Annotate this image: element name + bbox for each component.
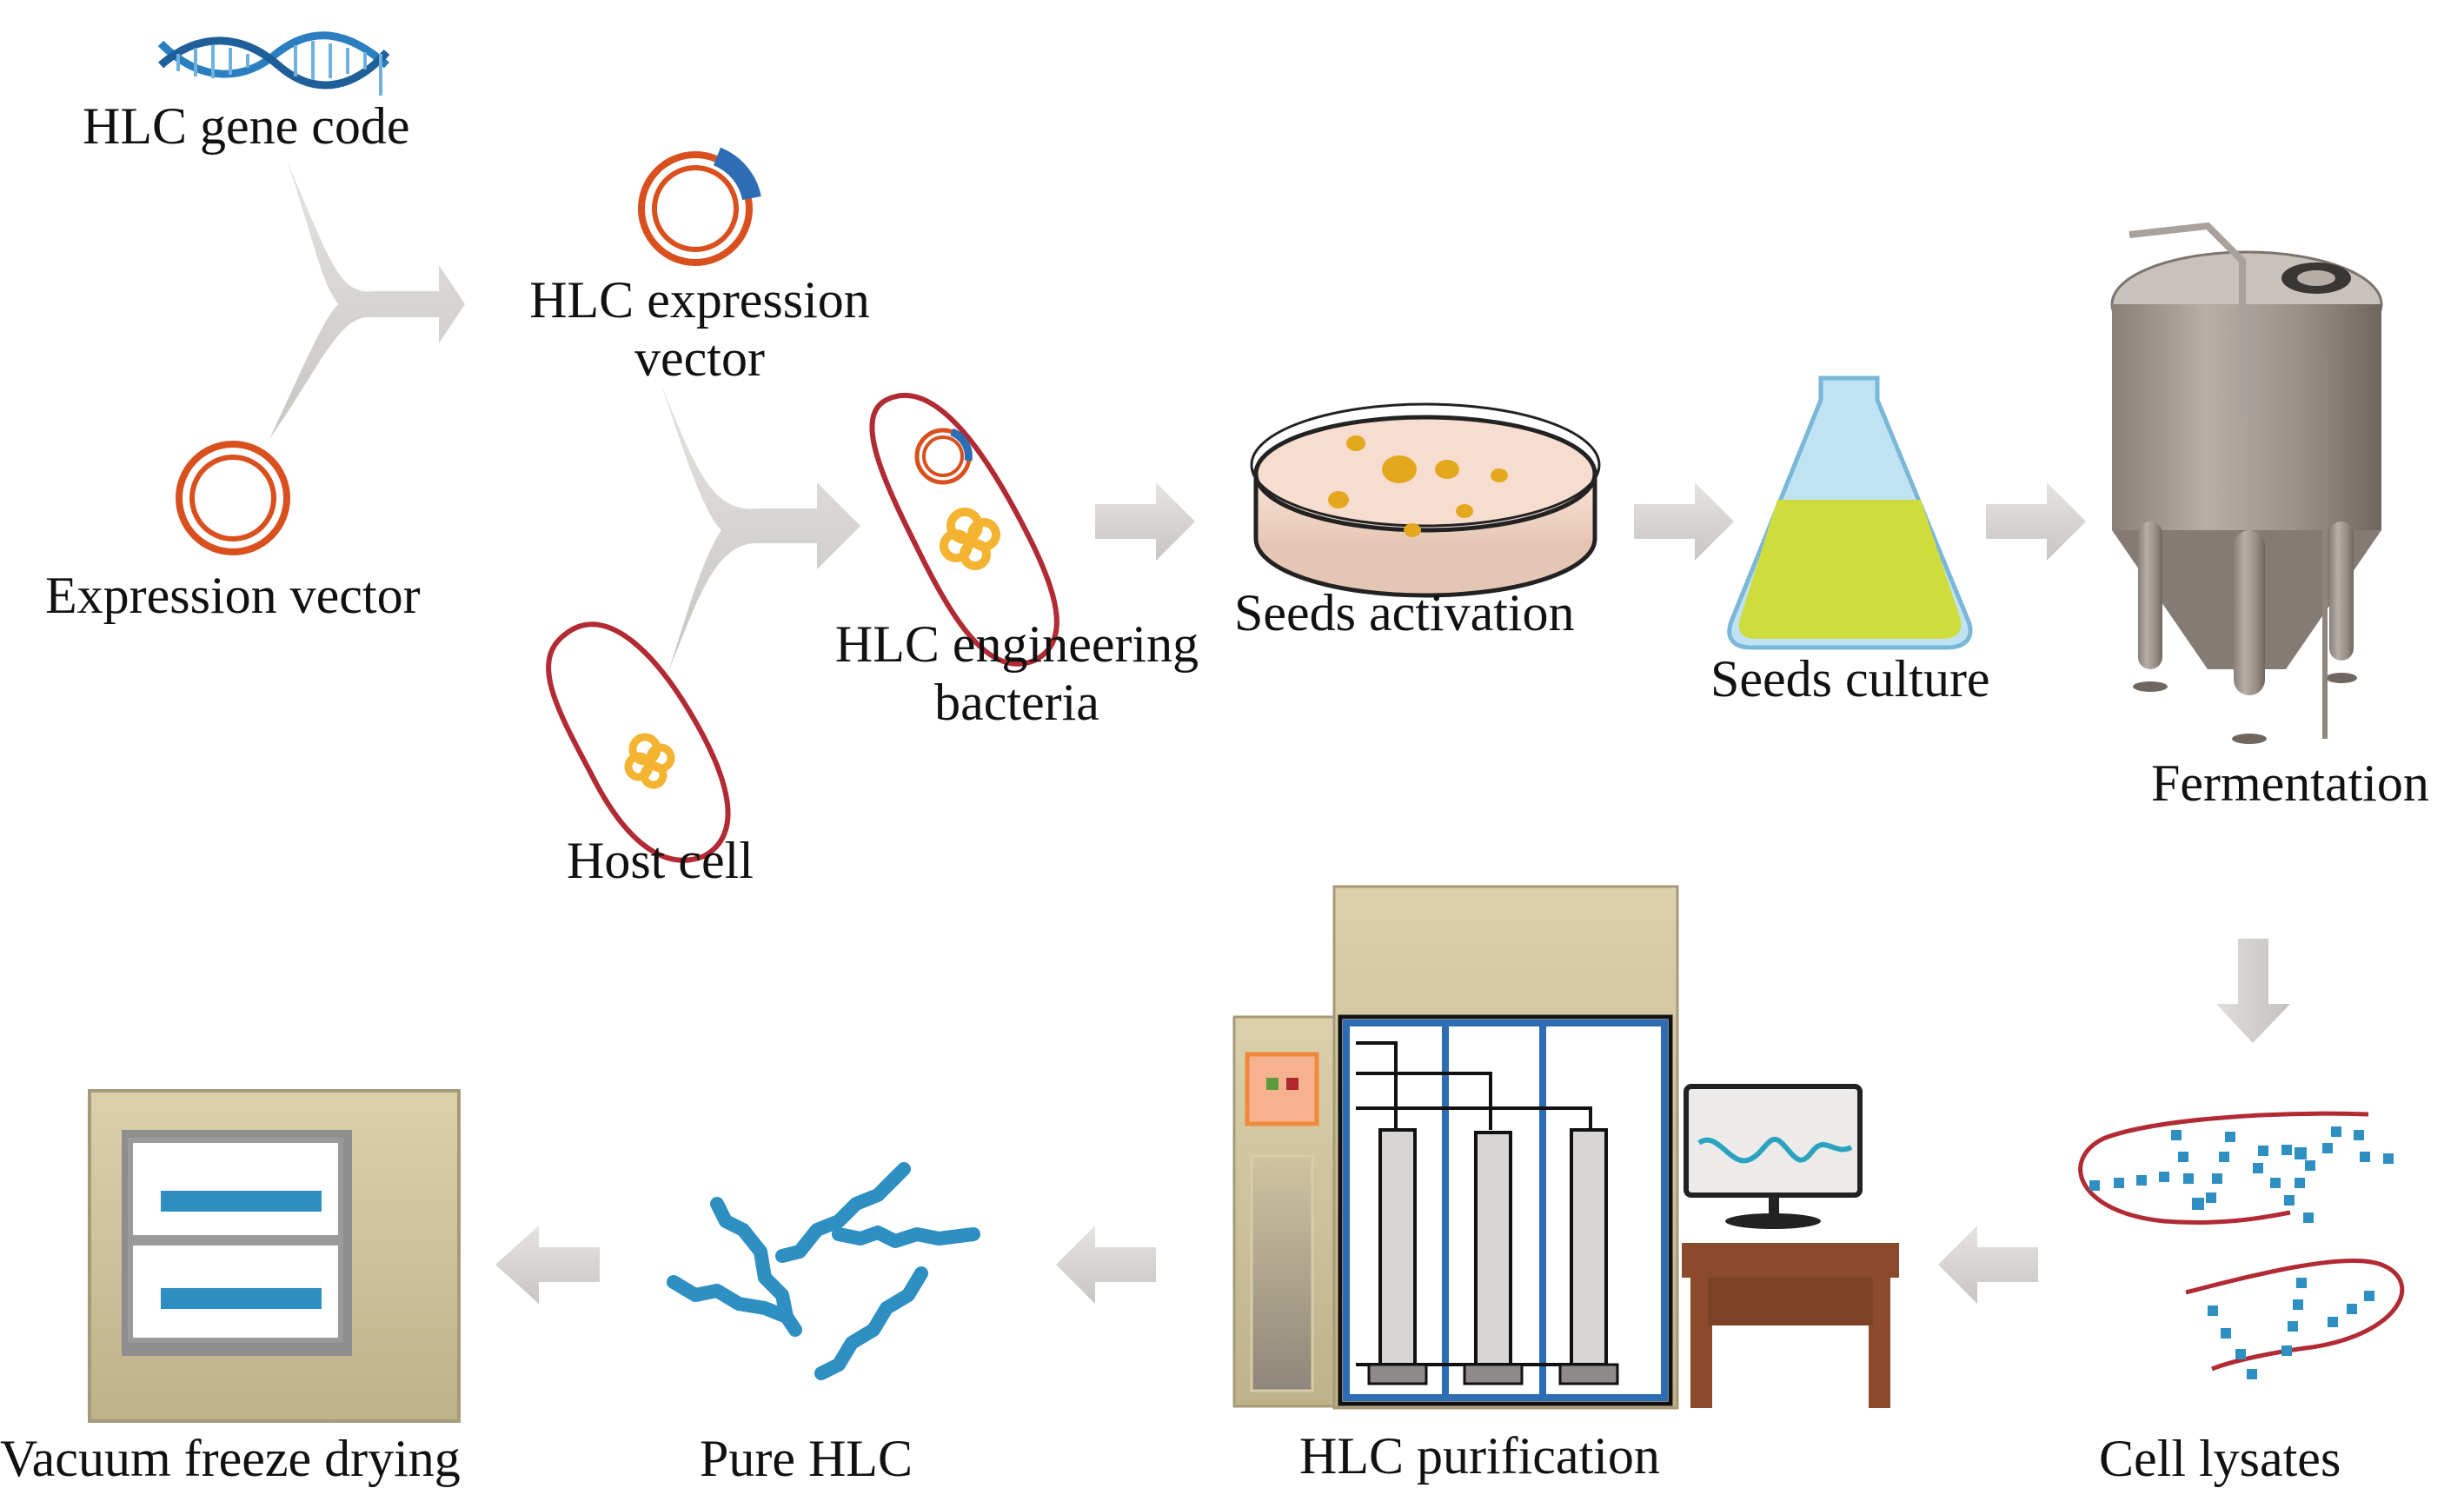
label-hlc-gene-code: HLC gene code bbox=[83, 97, 410, 155]
bacterium-icon bbox=[546, 621, 731, 863]
arrow-right-1 bbox=[1095, 482, 1195, 561]
label-hlc-purification: HLC purification bbox=[1299, 1427, 1660, 1485]
recombinant-plasmid-icon bbox=[638, 147, 761, 266]
collagen-fibers-icon bbox=[667, 1162, 980, 1380]
label-seeds-culture: Seeds culture bbox=[1710, 650, 1990, 707]
monitor-icon bbox=[1684, 1084, 1863, 1229]
label-hlc-expression-vector: HLC expression vector bbox=[504, 271, 895, 388]
control-panel bbox=[1245, 1052, 1319, 1126]
label-hlc-engineering-bacteria: HLC engineering bacteria bbox=[808, 615, 1225, 732]
erlenmeyer-flask-icon bbox=[1727, 375, 1973, 650]
label-line: HLC expression bbox=[529, 271, 870, 329]
plasmid-icon bbox=[176, 441, 290, 555]
green-indicator bbox=[1266, 1078, 1278, 1090]
freeze-dryer-icon bbox=[88, 1089, 461, 1423]
label-seeds-activation: Seeds activation bbox=[1234, 584, 1575, 641]
arrow-right-3 bbox=[1986, 482, 2086, 561]
label-line: vector bbox=[634, 329, 765, 388]
dna-helix-icon bbox=[157, 31, 390, 96]
chromatography-system-icon bbox=[1232, 885, 1899, 1410]
lysed-cell-icon bbox=[2078, 1111, 2405, 1379]
merge-arrow-1 bbox=[269, 161, 465, 439]
label-line: bacteria bbox=[934, 674, 1099, 732]
label-host-cell: Host cell bbox=[567, 832, 754, 889]
arrow-left-2 bbox=[1056, 1226, 1156, 1304]
label-expression-vector: Expression vector bbox=[45, 567, 421, 624]
red-indicator bbox=[1286, 1078, 1298, 1090]
petri-dish-icon bbox=[1250, 402, 1601, 598]
engineered-bacterium-icon bbox=[869, 392, 1059, 667]
merge-arrow-2 bbox=[661, 382, 860, 669]
label-cell-lysates: Cell lysates bbox=[2099, 1430, 2341, 1487]
label-line: HLC engineering bbox=[834, 615, 1199, 673]
arrow-down bbox=[2216, 939, 2290, 1043]
label-pure-hlc: Pure HLC bbox=[700, 1430, 913, 1487]
arrow-left-3 bbox=[495, 1226, 600, 1304]
fermenter-tank-icon bbox=[2110, 222, 2383, 744]
arrow-left-1 bbox=[1938, 1226, 2038, 1304]
label-vacuum-freeze-drying: Vacuum freeze drying bbox=[0, 1430, 461, 1487]
label-fermentation: Fermentation bbox=[2151, 754, 2429, 812]
arrow-right-2 bbox=[1634, 482, 1734, 561]
